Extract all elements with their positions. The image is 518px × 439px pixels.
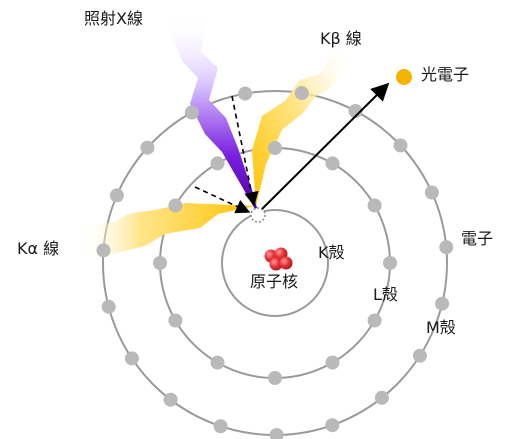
m-shell-electron	[101, 299, 116, 314]
m-shell-electron	[325, 418, 340, 433]
electrons	[96, 86, 454, 439]
electron-label: 電子	[461, 229, 494, 248]
nucleus	[264, 247, 293, 271]
m-shell-electron	[124, 351, 139, 366]
k-alpha-beam	[78, 203, 255, 256]
k-alpha-label: Kα 線	[17, 239, 60, 258]
k-beta-beam	[252, 42, 348, 206]
l-shell-electron	[268, 371, 282, 385]
photoelectron-arrow	[261, 82, 390, 210]
m-shell-electron	[140, 140, 155, 155]
m-shell-electron	[374, 390, 389, 405]
m-shell-label: M殻	[426, 318, 456, 337]
photoelectron-label: 光電子	[421, 65, 470, 84]
m-shell-electron	[393, 138, 408, 153]
k-shell-label: K殻	[318, 243, 345, 262]
l-shell-electron	[210, 156, 225, 171]
k-shell-orbit	[221, 209, 329, 317]
l-shell-electron	[325, 355, 340, 370]
m-shell-electron	[184, 105, 199, 120]
m-to-k-transition-arrow	[231, 95, 259, 207]
l-shell-electron	[153, 256, 167, 270]
l-shell-label: L殻	[373, 285, 398, 304]
m-shell-electron	[213, 419, 228, 434]
m-shell-electron	[238, 86, 253, 101]
m-shell-electron	[294, 86, 309, 101]
l-shell-electron	[210, 355, 225, 370]
l-shell-electron	[325, 156, 340, 171]
m-shell-electron	[109, 188, 124, 203]
nucleus-label: 原子核	[250, 272, 299, 291]
m-shell-electron	[424, 185, 439, 200]
m-shell-electron	[269, 428, 284, 439]
m-shell-electron	[439, 240, 454, 255]
l-to-k-transition-arrow	[194, 186, 251, 214]
l-shell-electron	[367, 198, 382, 213]
m-shell-electron	[348, 104, 363, 118]
photoelectron-dot	[396, 69, 412, 85]
xray-label: 照射X線	[84, 9, 143, 28]
vacancy-electron	[250, 207, 266, 223]
k-beta-label: Kβ 線	[320, 29, 362, 48]
m-shell-electron	[163, 392, 178, 407]
l-shell-electron	[168, 198, 183, 213]
m-shell-electron	[96, 243, 111, 258]
xray-beam	[165, 15, 259, 216]
m-shell-electron	[435, 296, 450, 311]
l-shell-electron	[268, 141, 282, 155]
l-shell-electron	[383, 256, 397, 270]
m-shell-electron	[412, 348, 427, 363]
l-shell-electron	[168, 313, 183, 328]
l-shell-electron	[367, 313, 382, 328]
